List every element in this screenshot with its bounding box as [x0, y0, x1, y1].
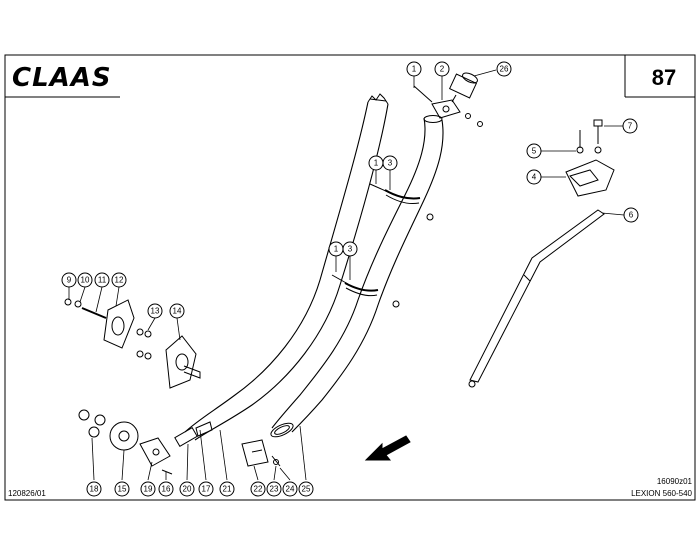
callout-20: 20: [179, 481, 195, 497]
callout-6: 6: [623, 207, 639, 223]
machine-model: LEXION 560-540: [631, 489, 692, 498]
svg-text:4: 4: [532, 173, 537, 182]
callout-13: 13: [147, 303, 163, 319]
svg-text:25: 25: [302, 485, 311, 494]
callout-18: 18: [86, 481, 102, 497]
svg-text:3: 3: [348, 245, 353, 254]
tube-25: [270, 115, 444, 438]
svg-text:21: 21: [223, 485, 232, 494]
svg-text:3: 3: [388, 159, 393, 168]
page-number: 87: [652, 65, 676, 90]
nuts-13: [136, 328, 152, 360]
callout-21: 21: [219, 481, 235, 497]
coupling-19: [139, 437, 173, 475]
document-number: 120826/01: [8, 489, 46, 498]
swivel-20: [174, 421, 213, 448]
callout-10: 10: [77, 272, 93, 288]
saddle-22: [241, 439, 281, 467]
svg-text:1: 1: [334, 245, 339, 254]
exploded-view-drawing: [64, 69, 625, 481]
callout-2: 2: [434, 61, 450, 77]
svg-text:1: 1: [374, 159, 379, 168]
svg-text:18: 18: [90, 485, 99, 494]
callout-15: 15: [114, 481, 130, 497]
bracket-4: [565, 119, 615, 197]
flange-14: [165, 335, 201, 389]
direction-arrow-icon: [364, 435, 411, 461]
rod-6: [468, 209, 605, 388]
svg-text:15: 15: [118, 485, 127, 494]
callout-24: 24: [282, 481, 298, 497]
callout-12: 12: [111, 272, 127, 288]
callout-1-lower-clamp: 1: [328, 241, 344, 257]
svg-text:11: 11: [98, 276, 107, 285]
callout-22: 22: [250, 481, 266, 497]
callout-3-upper-clamp: 3: [382, 155, 398, 171]
svg-text:7: 7: [628, 122, 633, 131]
svg-text:13: 13: [151, 307, 160, 316]
disc-15: [109, 421, 139, 451]
sensor-26: [448, 72, 478, 103]
leader-lines: [68, 69, 625, 481]
callout-11: 11: [94, 272, 110, 288]
hose-21: [184, 93, 389, 441]
page-number-box: 87: [624, 55, 695, 98]
svg-text:20: 20: [183, 485, 192, 494]
callout-4: 4: [526, 169, 542, 185]
callout-1-upper-clamp: 1: [368, 155, 384, 171]
callout-5: 5: [526, 143, 542, 159]
callout-3-lower-clamp: 3: [342, 241, 358, 257]
callout-16: 16: [158, 481, 174, 497]
svg-text:6: 6: [629, 211, 634, 220]
svg-text:16: 16: [162, 485, 171, 494]
svg-text:12: 12: [115, 276, 124, 285]
svg-text:14: 14: [173, 307, 182, 316]
claas-logo: CLAAS: [12, 63, 112, 93]
callout-17: 17: [198, 481, 214, 497]
bushings-18: [78, 409, 106, 438]
callout-23: 23: [266, 481, 282, 497]
drawing-id: 16090z01: [657, 477, 693, 486]
svg-text:10: 10: [81, 276, 90, 285]
sensor-bracket-2: [413, 85, 483, 127]
svg-text:9: 9: [67, 276, 72, 285]
svg-text:24: 24: [286, 485, 295, 494]
callout-19: 19: [140, 481, 156, 497]
svg-text:23: 23: [270, 485, 279, 494]
svg-text:22: 22: [254, 485, 263, 494]
callout-7: 7: [622, 118, 638, 134]
callout-14: 14: [169, 303, 185, 319]
callout-26: 26: [496, 61, 512, 77]
svg-text:1: 1: [412, 65, 417, 74]
hose-clamp-upper: [369, 183, 434, 221]
sheet-border: [4, 54, 696, 501]
svg-text:5: 5: [532, 147, 537, 156]
callout-9: 9: [61, 272, 77, 288]
svg-text:17: 17: [202, 485, 211, 494]
callouts: 1 2 26 1 3 1 3 7 5 4 6 9 10 11 12 13 14 …: [61, 61, 639, 497]
svg-text:2: 2: [440, 65, 445, 74]
flange-12: [103, 299, 135, 349]
hose-clamp-lower: [331, 274, 400, 308]
svg-text:19: 19: [144, 485, 153, 494]
callout-1: 1: [406, 61, 422, 77]
brand-logo-text: CLAAS: [12, 63, 112, 93]
bolt-set-9-11: [64, 298, 107, 319]
svg-text:26: 26: [500, 65, 509, 74]
callout-25: 25: [298, 481, 314, 497]
